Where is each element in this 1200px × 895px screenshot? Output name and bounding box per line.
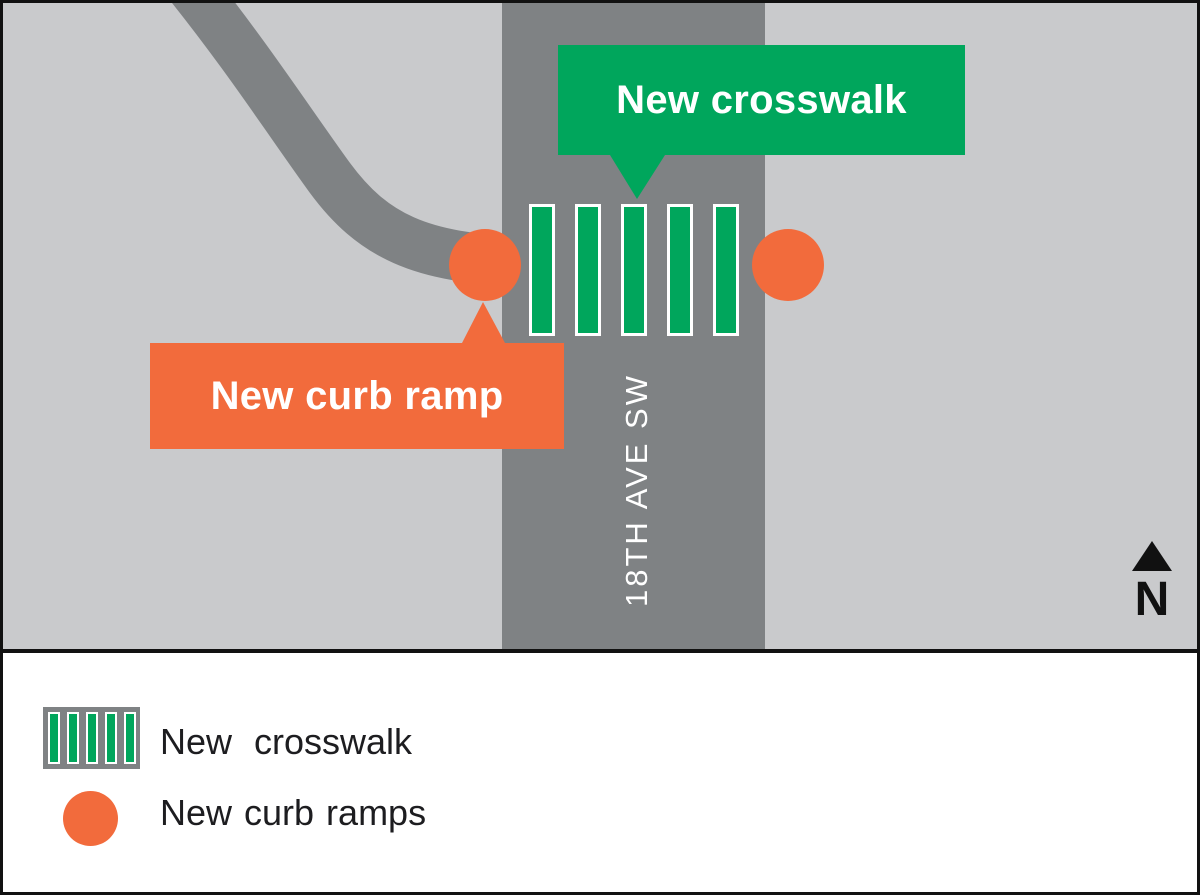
crosswalk-stripe (529, 204, 555, 336)
legend-crosswalk-icon (43, 707, 140, 769)
north-arrow-icon (1132, 541, 1172, 571)
north-label: N (1134, 573, 1170, 626)
callout-pointer-up-icon (462, 302, 505, 343)
crosswalk-stripe (66, 712, 79, 764)
legend-item-new-curb-ramps: New curb ramps (160, 792, 427, 833)
crosswalk-stripe (667, 204, 693, 336)
road-diagonal-side-street (172, 3, 524, 286)
callout-pointer-down-icon (610, 155, 665, 199)
street-name-label: 18TH AVE SW (619, 373, 654, 607)
new-curb-ramp-callout: New curb ramp (150, 302, 564, 449)
crosswalk-stripe (713, 204, 739, 336)
crosswalk-stripe (123, 712, 136, 764)
map-area: New crosswalk New curb ramp 18TH AVE SW … (3, 3, 1197, 653)
crosswalk-stripe (621, 204, 647, 336)
legend: New crosswalk New curb ramps (3, 653, 1197, 888)
new-crosswalk-callout-label: New crosswalk (616, 77, 907, 122)
north-indicator: N (1132, 541, 1172, 624)
legend-item-new-crosswalk: New crosswalk (160, 721, 413, 762)
curb-ramp-marker-east (752, 229, 824, 301)
curb-ramp-marker-west (449, 229, 521, 301)
crosswalk-stripe (104, 712, 117, 764)
new-crosswalk-callout: New crosswalk (558, 45, 965, 199)
new-curb-ramp-callout-label: New curb ramp (210, 373, 504, 418)
crosswalk-stripe (47, 712, 60, 764)
crosswalk-stripes (529, 204, 739, 336)
legend-curb-ramp-icon (63, 791, 118, 846)
crosswalk-stripe (575, 204, 601, 336)
crosswalk-stripe (85, 712, 98, 764)
